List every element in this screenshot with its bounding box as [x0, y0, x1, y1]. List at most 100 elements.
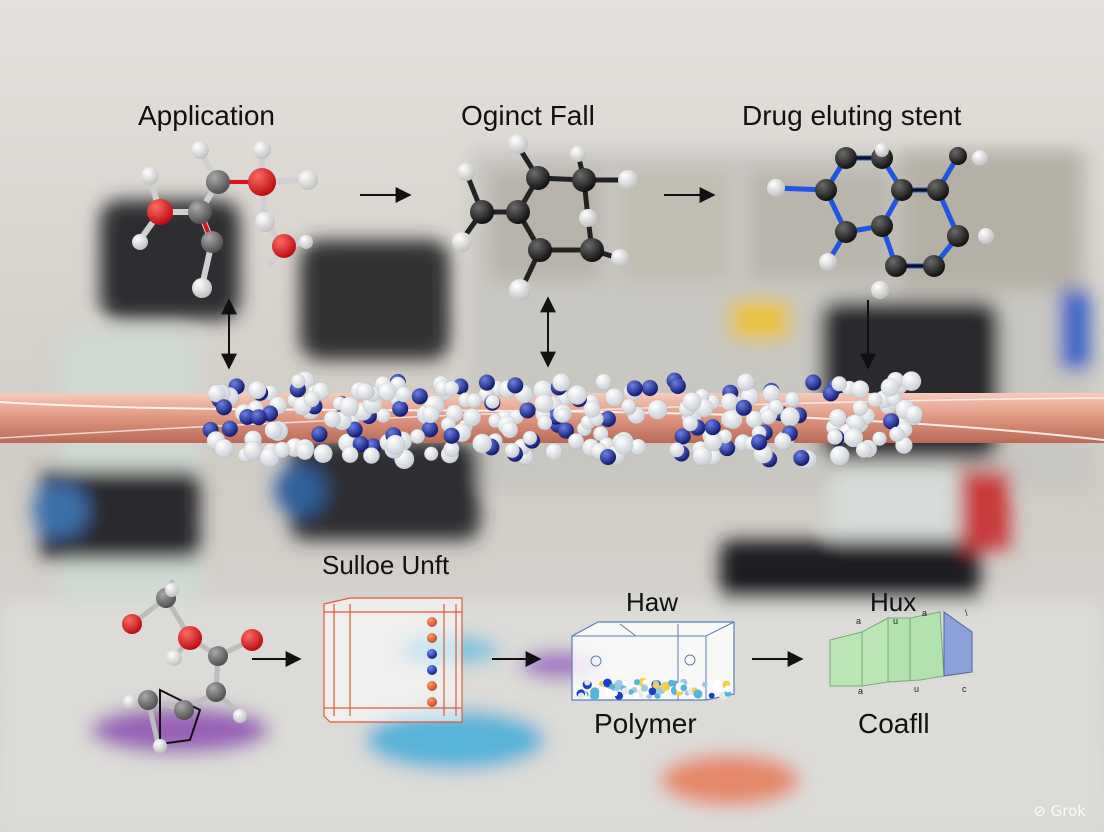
label-polymer: Polymer: [594, 708, 697, 739]
coating-bead-white: [828, 408, 847, 427]
polymer-bead: [612, 690, 618, 697]
coating-bead-white: [784, 391, 801, 408]
coating-bead-white: [462, 408, 482, 427]
coating-bead-white: [682, 392, 702, 412]
coating-bead-blue: [250, 408, 267, 426]
svg-text:c: c: [962, 684, 967, 694]
coating-bead-blue: [704, 418, 722, 436]
coating-bead-blue: [221, 420, 239, 438]
label-sulloe-unft: Sulloe Unft: [322, 550, 450, 580]
coating-bead-white: [760, 408, 777, 425]
polymer-bead: [701, 681, 708, 688]
polymer-bead: [668, 679, 675, 687]
coating-bead-white: [583, 400, 601, 419]
coating-bead-white: [534, 393, 554, 414]
coating-bead-blue: [599, 448, 617, 466]
polymer-bead: [621, 687, 630, 695]
polymer-bead: [641, 684, 649, 692]
polymer-bead: [648, 687, 657, 696]
grok-watermark-label: Grok: [1050, 802, 1086, 820]
polymer-bead: [577, 692, 585, 700]
polymer-bead: [724, 685, 732, 693]
coating-bead-white: [339, 396, 360, 417]
coating-bead-blue: [311, 425, 328, 443]
coating-bead-white: [207, 384, 226, 403]
coating-bead-white: [826, 429, 843, 446]
polymer-bead: [584, 679, 591, 686]
coating-bead-blue: [215, 398, 233, 416]
svg-text:a: a: [922, 608, 927, 618]
coating-bead-white: [247, 380, 267, 400]
coating-bead-white: [613, 435, 634, 455]
coating-bead-blue: [674, 428, 692, 445]
molecule-drug-eluting-stent: [767, 143, 994, 299]
polymer-bead: [652, 682, 659, 689]
coating-bead-white: [551, 372, 571, 392]
molecule-oginct-fall: [452, 134, 638, 301]
polymer-bead: [605, 688, 614, 697]
frame-diagram: [323, 597, 463, 723]
coating-bead-white: [264, 421, 283, 440]
coating-bead-white: [466, 392, 482, 409]
coating-bead-white: [409, 428, 426, 445]
molecule-application: [132, 141, 318, 298]
coating-bead-white: [243, 441, 263, 461]
coating-bead-white: [722, 409, 743, 430]
coating-bead-white: [522, 430, 538, 446]
coating-bead-white: [296, 442, 314, 461]
label-drug-eluting-stent: Drug eluting stent: [742, 100, 962, 131]
coating-bead-white: [773, 432, 792, 451]
coating-bead-blue: [735, 399, 753, 417]
coating-bead-blue: [352, 435, 370, 453]
coating-bead-white: [872, 431, 887, 447]
molecule-bottom-left: [122, 579, 263, 753]
coating-bead-white: [537, 415, 553, 431]
coating-bead-white: [214, 438, 234, 459]
coating-bead-white: [829, 445, 850, 466]
coating-bead-white: [323, 410, 341, 428]
coating-bead-white: [501, 421, 519, 439]
coating-bead-white: [421, 405, 440, 424]
coating-bead-blue: [346, 421, 363, 438]
coating-bead-blue: [391, 400, 409, 418]
polymer-bead: [609, 683, 616, 690]
coating-bead-blue: [478, 374, 496, 391]
coating-bead-white: [682, 415, 699, 432]
coating-bead-white: [545, 442, 563, 461]
coating-bead-white: [362, 447, 380, 465]
svg-text:u: u: [893, 616, 898, 626]
label-application: Application: [138, 100, 275, 131]
coating-bead-white: [736, 372, 755, 391]
coating-bead-white: [443, 380, 460, 397]
coating-bead-blue: [557, 422, 575, 439]
coating-bead-blue: [411, 388, 429, 405]
svg-text:a: a: [858, 686, 863, 696]
coating-bead-blue: [750, 433, 768, 451]
polymer-bead: [711, 683, 721, 693]
svg-text:\: \: [965, 608, 968, 618]
polymer-bead: [589, 691, 600, 701]
coating-bead-white: [355, 382, 374, 401]
polymer-bead: [642, 679, 648, 685]
coating-bead-white: [555, 407, 571, 423]
polymer-bead: [680, 684, 688, 692]
coating-bead-white: [567, 384, 588, 406]
coating-bead-white: [852, 399, 869, 416]
coating-bead-white: [395, 386, 412, 403]
coating-bead-white: [904, 405, 923, 424]
coating-bead-white: [867, 392, 883, 408]
coating-bead-white: [831, 375, 848, 392]
coating-bead-blue: [793, 449, 810, 467]
coating-bead-white: [341, 446, 359, 464]
coating-bead-white: [621, 398, 637, 414]
coating-bead-blue: [506, 377, 524, 394]
coating-bead-white: [423, 446, 439, 462]
coating-bead-blue: [641, 379, 659, 397]
coating-bead-white: [385, 434, 406, 455]
coating-bead-blue: [519, 402, 536, 419]
polymer-box: [571, 621, 735, 701]
coating-bead-white: [901, 371, 922, 392]
coating-bead-white: [485, 394, 500, 410]
coating-bead-blue: [669, 377, 687, 395]
